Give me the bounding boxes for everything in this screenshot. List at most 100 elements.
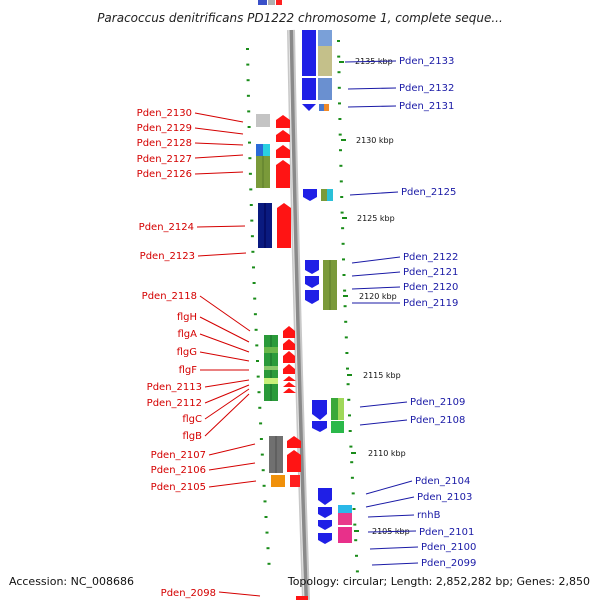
gene-label-flgf[interactable]: flgF	[179, 365, 198, 376]
gene-label-pden-2129[interactable]: Pden_2129	[137, 123, 192, 134]
gene-arrow-pden-2121[interactable]	[305, 276, 319, 288]
gene-block-pden-2132-blue[interactable]	[302, 78, 316, 100]
gene-block-pden-2105[interactable]	[271, 475, 285, 487]
gene-label-pden-2099[interactable]: Pden_2099	[421, 558, 476, 569]
gene-block-rnhb-pink[interactable]	[338, 527, 352, 543]
tick-track-left	[246, 48, 271, 565]
gene-arrow-pden-2126[interactable]	[276, 160, 290, 188]
gene-label-pden-2105[interactable]: Pden_2105	[151, 482, 206, 493]
feature-bottom-red	[296, 596, 308, 600]
gene-block-pden-2130[interactable]	[256, 114, 270, 127]
gene-block-pden-2131-b[interactable]	[324, 104, 329, 111]
gene-label-pden-2113[interactable]: Pden_2113	[147, 382, 202, 393]
scale-tick-label: 2110 kbp	[368, 449, 406, 458]
gene-arrow-pden-2124[interactable]	[277, 203, 291, 248]
gene-label-pden-2122[interactable]: Pden_2122	[403, 252, 458, 263]
gene-label-pden-2106[interactable]: Pden_2106	[151, 465, 206, 476]
gene-block-pden-2133-blue[interactable]	[302, 30, 316, 76]
gene-label-rnhb[interactable]: rnhB	[417, 510, 441, 521]
gene-label-pden-2132[interactable]: Pden_2132	[399, 83, 454, 94]
gene-block-pden-2133-khaki[interactable]	[318, 46, 332, 76]
gene-label-pden-2131[interactable]: Pden_2131	[399, 101, 454, 112]
tick-dot-right	[343, 305, 347, 308]
gene-arrow-flgg[interactable]	[283, 351, 295, 363]
gene-label-flga[interactable]: flgA	[178, 329, 198, 340]
tick-dot-left	[246, 94, 250, 97]
gene-block-pden-2131-a[interactable]	[319, 104, 324, 111]
gene-block-pden-2109-lime[interactable]	[338, 398, 344, 420]
tick-dot-left	[249, 204, 253, 206]
gene-arrow-pden-2125[interactable]	[303, 189, 317, 201]
gene-arrow-pden-2113[interactable]	[283, 376, 296, 381]
gene-arrow-pden-2112[interactable]	[283, 382, 296, 387]
gene-label-pden-2127[interactable]: Pden_2127	[137, 154, 192, 165]
gene-arrow-pden-2101[interactable]	[318, 533, 332, 544]
tick-dot-left	[247, 126, 251, 128]
gene-label-pden-2101[interactable]: Pden_2101	[419, 527, 474, 538]
gene-block-pden-2104-cyan[interactable]	[338, 505, 352, 513]
tick-dot-right	[338, 118, 342, 120]
gene-label-pden-2108[interactable]: Pden_2108	[410, 415, 465, 426]
gene-label-flgh[interactable]: flgH	[177, 312, 197, 323]
tick-dot-right	[341, 242, 345, 245]
scale-tick-label: 2120 kbp	[359, 292, 397, 301]
gene-label-pden-2120[interactable]: Pden_2120	[403, 282, 458, 293]
gene-arrow-flgh[interactable]	[283, 326, 295, 338]
gene-label-pden-2126[interactable]: Pden_2126	[137, 169, 192, 180]
gene-label-pden-2128[interactable]: Pden_2128	[137, 138, 192, 149]
gene-label-pden-2123[interactable]: Pden_2123	[140, 251, 195, 262]
gene-arrow-pden-2129[interactable]	[276, 130, 290, 142]
gene-block-pden-2128-blue[interactable]	[256, 144, 263, 156]
gene-arrow-pden-2108[interactable]	[312, 421, 327, 432]
gene-label-flgc[interactable]: flgC	[182, 414, 202, 425]
gene-label-pden-2121[interactable]: Pden_2121	[403, 267, 458, 278]
gene-arrow-pden-2127[interactable]	[276, 145, 290, 158]
gene-label-pden-2118[interactable]: Pden_2118	[142, 291, 197, 302]
gene-label-pden-2130[interactable]: Pden_2130	[137, 108, 192, 119]
chromosome-backbone	[289, 29, 308, 600]
right-labels: Pden_2133 Pden_2132 Pden_2131 Pden_2125 …	[344, 56, 476, 569]
gene-label-flgb[interactable]: flgB	[182, 431, 202, 442]
gene-block-pden-2105b[interactable]	[290, 475, 300, 487]
gene-label-pden-2107[interactable]: Pden_2107	[151, 450, 206, 461]
gene-label-pden-2098[interactable]: Pden_2098	[161, 588, 216, 599]
scale-tick-label: 2115 kbp	[363, 371, 401, 380]
gene-arrow-pden-2104[interactable]	[318, 488, 332, 505]
gene-label-pden-2109[interactable]: Pden_2109	[410, 397, 465, 408]
gene-arrow-flgc[interactable]	[283, 388, 296, 393]
gene-label-pden-2103[interactable]: Pden_2103	[417, 492, 472, 503]
scale-ticks: 2135 kbp 2130 kbp 2125 kbp 2120 kbp 2115…	[339, 57, 410, 536]
gene-arrow-pden-2103[interactable]	[318, 507, 332, 518]
gene-label-flgg[interactable]: flgG	[177, 347, 197, 358]
tick-dot-left	[248, 157, 252, 160]
gene-arrow-flgf[interactable]	[283, 364, 295, 374]
gene-block-pden-2108-green[interactable]	[331, 421, 344, 433]
tick-dot-right	[346, 383, 350, 386]
gene-label-pden-2104[interactable]: Pden_2104	[415, 476, 470, 487]
gene-block-pden-2133-light[interactable]	[318, 30, 332, 46]
gene-block-pden-2103-pink[interactable]	[338, 513, 352, 525]
feature-top-red	[276, 0, 282, 5]
gene-label-pden-2119[interactable]: Pden_2119	[403, 298, 458, 309]
gene-arrow-pden-2109[interactable]	[312, 400, 327, 420]
gene-arrow-pden-2106[interactable]	[287, 450, 301, 472]
gene-label-pden-2124[interactable]: Pden_2124	[139, 222, 194, 233]
gene-label-pden-2133[interactable]: Pden_2133	[399, 56, 454, 67]
gene-arrow-pden-2130[interactable]	[276, 115, 290, 128]
gene-label-pden-2100[interactable]: Pden_2100	[421, 542, 476, 553]
gene-block-pden-2125-green[interactable]	[321, 189, 327, 201]
gene-block-pden-2128-cyan[interactable]	[263, 144, 270, 156]
gene-arrow-flga[interactable]	[283, 339, 295, 350]
tick-dot-left	[260, 453, 264, 456]
gene-arrow-pden-2122[interactable]	[305, 260, 319, 274]
gene-arrow-pden-2131[interactable]	[302, 104, 316, 111]
gene-block-pden-2109-green[interactable]	[331, 398, 338, 420]
gene-arrow-pden-2107[interactable]	[287, 436, 301, 448]
gene-arrow-pden-2120[interactable]	[305, 290, 319, 304]
gene-label-pden-2112[interactable]: Pden_2112	[147, 398, 202, 409]
gene-block-pden-2132-light[interactable]	[318, 78, 332, 100]
gene-arrow-rnhb[interactable]	[318, 520, 332, 530]
gene-block-pden-2125-cyan[interactable]	[327, 189, 333, 201]
gene-label-pden-2125[interactable]: Pden_2125	[401, 187, 456, 198]
